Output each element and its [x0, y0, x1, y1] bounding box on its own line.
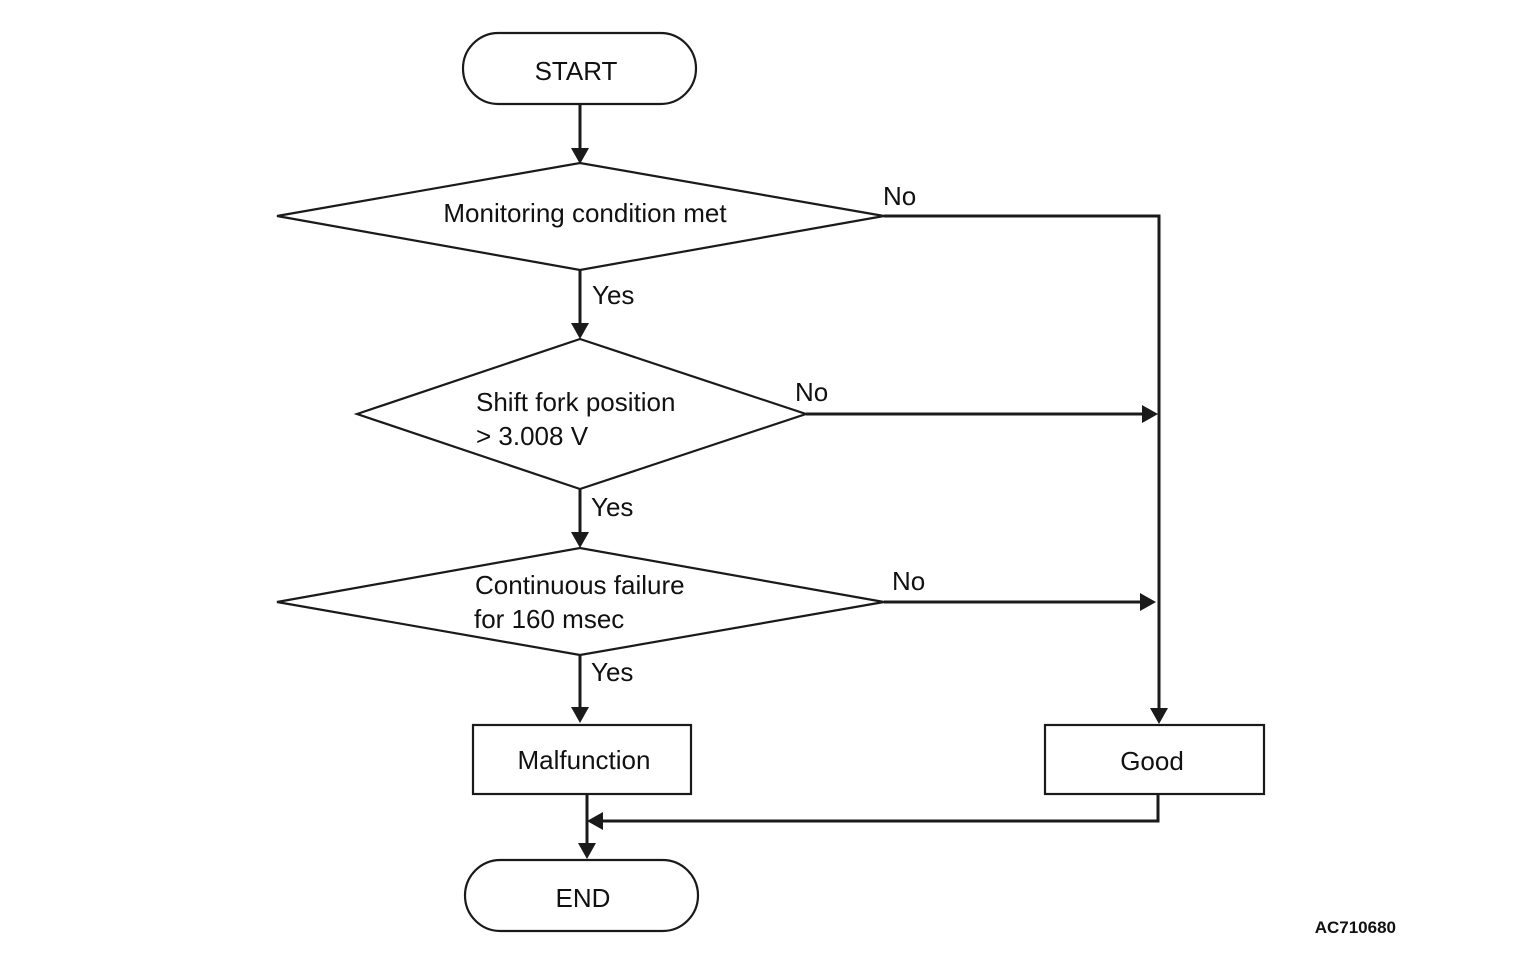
decision3-label-line1: Continuous failure	[475, 570, 685, 600]
arrowhead	[571, 323, 589, 339]
start-terminal	[461, 31, 698, 106]
start-label: START	[535, 56, 618, 86]
d1-yes-label: Yes	[592, 280, 634, 310]
d2-no-label: No	[795, 377, 828, 407]
end-terminal	[463, 858, 700, 933]
malfunction-label: Malfunction	[518, 745, 651, 775]
decision-monitoring-condition	[276, 161, 885, 272]
decision-continuous-failure	[276, 546, 885, 657]
malfunction-process	[471, 723, 693, 796]
arrowhead	[587, 812, 603, 830]
good-process	[1043, 723, 1266, 796]
d3-no-label: No	[892, 566, 925, 596]
d3-yes-label: Yes	[591, 657, 633, 687]
arrowhead	[571, 707, 589, 723]
arrowhead	[1140, 593, 1156, 611]
decision2-label-line2: > 3.008 V	[476, 421, 589, 451]
good-label: Good	[1120, 746, 1184, 776]
arrowhead	[1142, 405, 1158, 423]
arrowhead	[578, 843, 596, 859]
end-label: END	[556, 883, 611, 913]
d1-no-label: No	[883, 181, 916, 211]
decision-shift-fork-position	[353, 337, 810, 491]
edge-good-to-end	[603, 794, 1160, 823]
decision1-label: Monitoring condition met	[443, 198, 727, 228]
decision2-label-line1: Shift fork position	[476, 387, 675, 417]
edge-d1-no	[884, 214, 1161, 708]
arrowhead	[571, 532, 589, 548]
arrowhead	[1150, 708, 1168, 724]
decision3-label-line2: for 160 msec	[474, 604, 624, 634]
figure-code: AC710680	[1315, 918, 1396, 937]
arrowhead	[571, 148, 589, 164]
d2-yes-label: Yes	[591, 492, 633, 522]
